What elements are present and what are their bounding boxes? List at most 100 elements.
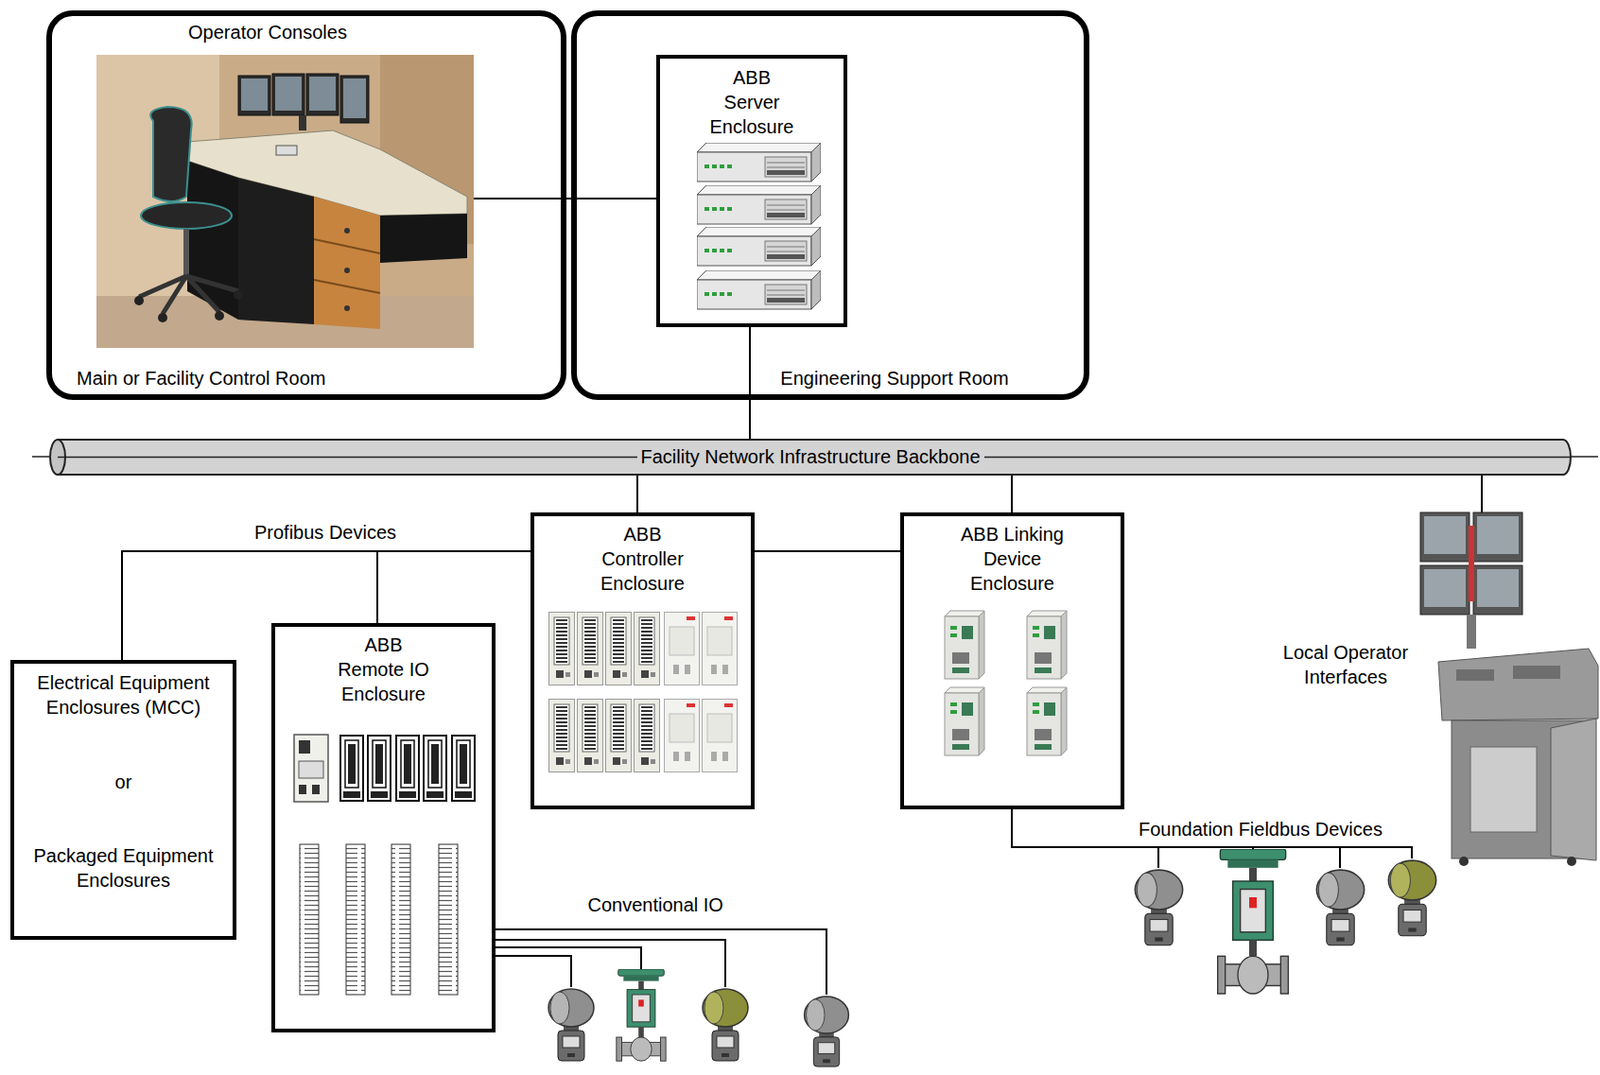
local-operator-interface [1466,614,1477,649]
server-units [696,185,821,225]
label-text: Conventional IO [588,892,724,918]
console-photo [380,213,468,263]
controller-modules [577,612,604,686]
local-operator-interface [1424,516,1466,555]
backbone-line [1571,455,1599,458]
local-operator-interface [1468,525,1475,602]
local-operator-interface [1480,475,1483,513]
node-text: Packaged Equipment Enclosures [18,843,229,893]
remote-io-modules [298,784,307,795]
conventional-io-wires [495,929,827,995]
fieldbus-devices [1134,869,1183,946]
linking-devices [944,610,985,679]
backbone-line [32,455,50,458]
remote-io-modules [391,844,411,995]
console-photo [238,75,271,116]
console-photo [306,73,339,116]
console-photo [183,228,190,277]
local-operator-interface [1420,475,1599,867]
console-photo [344,267,350,274]
pipe-shape [57,439,1571,475]
controller-modules [702,612,738,686]
controller-modules [634,612,661,686]
console-photo [238,177,314,325]
local-operator-interface [1420,512,1470,562]
local-operator-interface [1477,516,1519,555]
local-operator-interface [1420,565,1470,615]
controller-modules [577,699,604,773]
room-region: Engineering Support RoomABB Server Enclo… [571,10,1090,400]
node-text: Operator Consoles [173,19,363,45]
conventional-field-devices [548,989,594,1061]
room-region: Operator ConsolesMain or Facility Contro… [46,10,567,400]
server-units [696,142,821,310]
server-units [696,270,821,310]
conventional-io-wires [495,929,827,995]
connector-line [636,475,639,513]
linking-devices [944,687,985,756]
local-operator-interface [1473,512,1523,562]
linking-devices [1026,610,1067,679]
controller-modules [702,699,738,773]
fieldbus-devices [1316,869,1364,946]
connector-line [754,550,901,553]
fieldbus-wires [1011,809,1412,859]
controller-modules [634,699,661,773]
console-photo [157,313,168,323]
conventional-field-devices [702,989,748,1061]
local-operator-interface [1456,669,1495,681]
local-operator-interface [1477,569,1519,608]
remote-io-modules [423,735,447,801]
controller-modules [664,612,700,686]
console-photo [313,239,381,254]
remote-io-modules [452,735,475,801]
console-photo [298,115,307,131]
remote-io-modules [312,784,320,795]
edge-label: Profibus Devices [254,520,397,545]
remote-io-modules [298,761,324,779]
fieldbus-wires [1339,847,1341,869]
node-text: ABB Controller Enclosure [597,521,688,596]
console-photo [313,196,381,330]
console-photo [162,276,187,314]
server-units [696,142,821,182]
console-photo [309,76,336,111]
label-text: Local Operator Interfaces [1279,640,1412,690]
linking-devices [944,610,1067,756]
node-text: Facility Network Infrastructure Backbone [637,444,985,470]
remote-io-modules [346,844,366,995]
controller-modules [549,699,575,773]
server-units [696,226,821,266]
console-photo [344,305,350,312]
remote-io-modules [340,735,364,801]
controller-modules [606,699,632,773]
remote-io-modules [299,844,319,995]
conventional-io-wires [495,956,572,988]
controller-modules [549,612,575,686]
node-text: Engineering Support Room [752,365,1037,391]
local-operator-interface [1438,648,1599,721]
fieldbus-devices [1217,849,1289,994]
fieldbus-devices [1134,849,1436,994]
console-photo [344,227,350,234]
fieldbus-wires [1157,847,1160,869]
console-photo [187,160,239,320]
fieldbus-wires [1252,847,1254,850]
node-text: ABB Remote IO Enclosure [333,632,435,707]
controller-enclosure: ABB Controller Enclosure [530,512,755,810]
local-operator-interface [1459,856,1469,867]
console-photo [340,75,369,123]
connector-line [1010,475,1013,513]
remote-io-modules [294,734,475,995]
node-text: ABB Linking Device Enclosure [956,521,1070,596]
local-operator-interface [1470,747,1537,833]
console-photo [233,290,244,300]
fieldbus-devices [1388,860,1436,937]
remote-io-modules [438,844,458,995]
console-photo [96,54,474,348]
console-photo [134,295,144,306]
linking-devices [1026,687,1067,756]
